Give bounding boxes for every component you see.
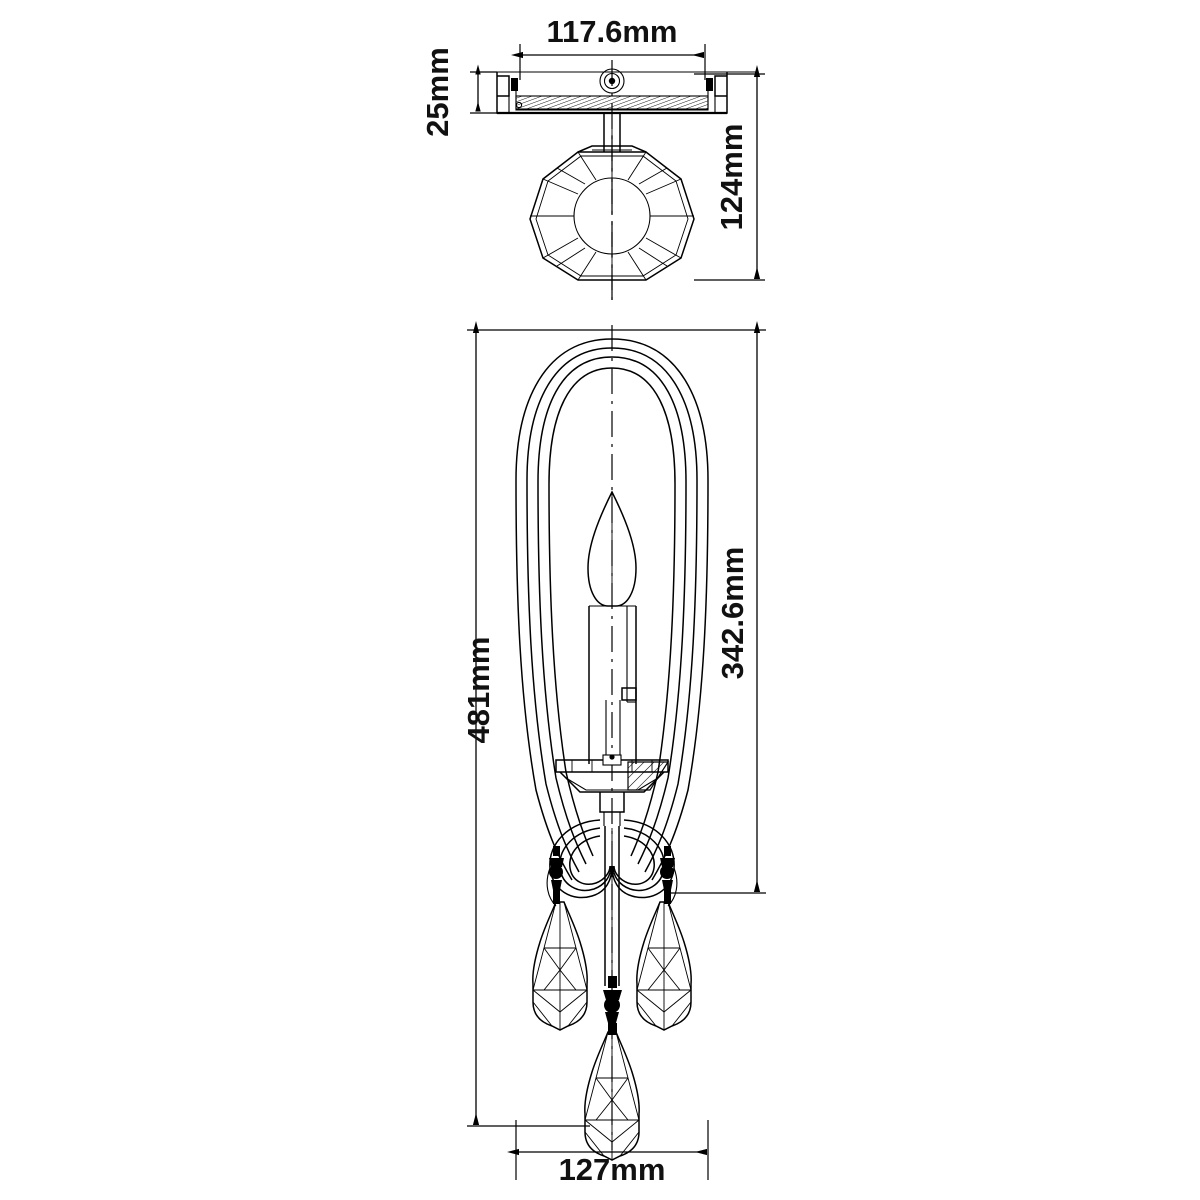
plate-hatching <box>515 95 709 110</box>
dimension-plate-width: 117.6mm <box>511 14 706 80</box>
mounting-plate <box>470 68 757 152</box>
dimension-crystal-diameter: 124mm <box>694 65 765 281</box>
dimension-label-117-6mm: 117.6mm <box>547 14 678 49</box>
crystal-left <box>532 901 588 1031</box>
dimension-body-height: 342.6mm <box>612 321 766 894</box>
candle-socket <box>588 605 637 764</box>
center-rod <box>604 826 620 986</box>
dimension-overall-height: 481mm <box>461 321 612 1127</box>
dimension-plate-height: 25mm <box>420 47 497 137</box>
section-hatch <box>627 761 670 791</box>
dimension-label-124mm: 124mm <box>714 124 749 231</box>
crystal-right <box>636 901 692 1031</box>
dimension-label-342-6mm: 342.6mm <box>715 547 750 680</box>
dimension-label-25mm: 25mm <box>420 47 455 137</box>
bobeche <box>555 754 670 826</box>
candle-bulb <box>587 490 637 607</box>
dimension-label-127mm: 127mm <box>559 1152 666 1187</box>
hanger-beads <box>549 846 675 1035</box>
crystal-rosette <box>529 145 695 281</box>
oval-frame <box>515 338 709 881</box>
dimension-label-481mm: 481mm <box>461 637 496 744</box>
crystal-center <box>584 1031 640 1161</box>
dimension-overall-width: 127mm <box>507 1120 709 1187</box>
